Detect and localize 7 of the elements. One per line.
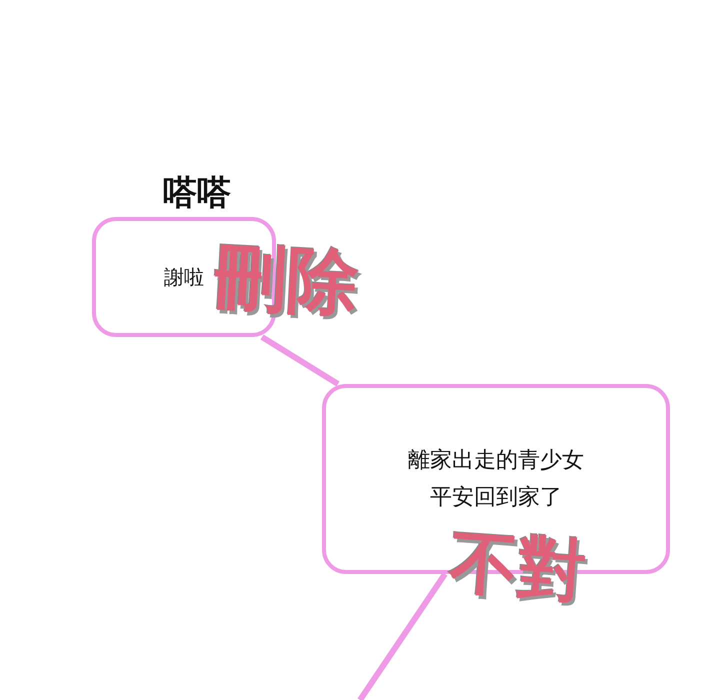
dialogue-text: 離家出走的青少女平安回到家了 [407, 446, 585, 512]
sound-effect-text: 不對 [447, 522, 589, 614]
sound-effect-text: 嗒嗒 [163, 172, 231, 215]
bubble-tail [358, 572, 448, 700]
bubble-tail [260, 334, 340, 387]
dialogue-text: 謝啦 [164, 264, 204, 291]
sound-effect-text: 刪除 [212, 232, 362, 327]
